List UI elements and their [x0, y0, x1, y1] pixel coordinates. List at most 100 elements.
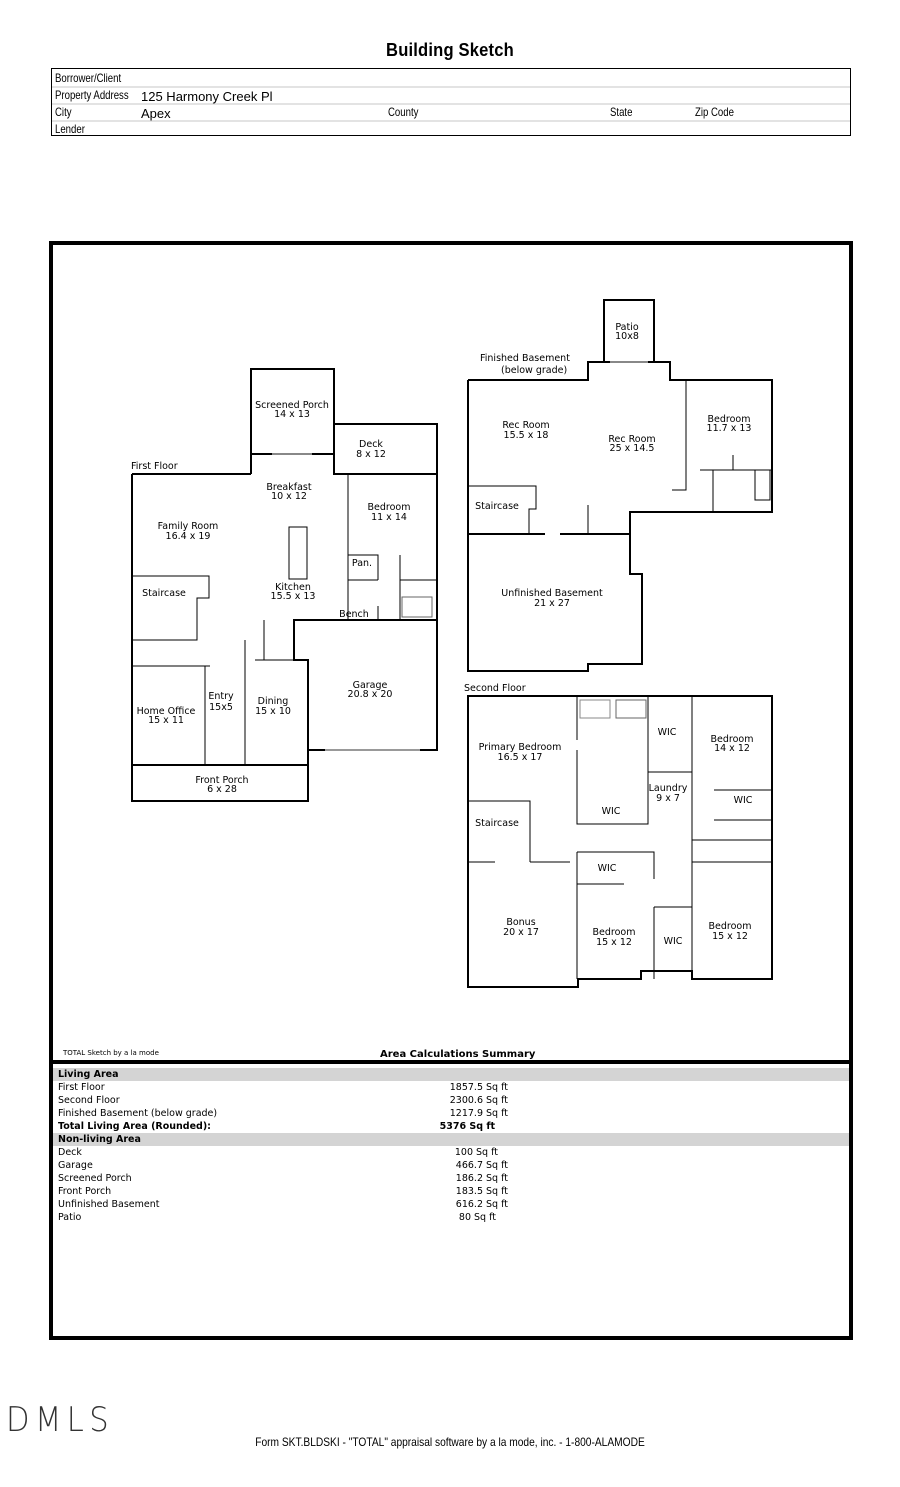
page-title: Building Sketch — [386, 40, 514, 60]
room-wic: WIC — [598, 863, 617, 874]
basement-sublabel: (below grade) — [501, 365, 567, 376]
row-value: 183.5 Sq ft — [455, 1186, 508, 1197]
row-label: First Floor — [58, 1082, 105, 1093]
nonliving-area-header: Non-living Area — [53, 1133, 849, 1146]
table-row: First Floor 1857.5 Sq ft — [53, 1081, 849, 1094]
room-pantry: Pan. — [352, 558, 372, 569]
address-row: Property Address 125 Harmony Creek Pl — [52, 86, 850, 105]
borrower-row: Borrower/Client — [52, 69, 850, 88]
form-footer: Form SKT.BLDSKI - "TOTAL" appraisal soft… — [255, 1435, 645, 1449]
table-row: Patio 80 Sq ft — [53, 1211, 849, 1224]
room-kitchen: Kitchen — [275, 582, 311, 593]
state-label: State — [610, 105, 633, 119]
row-value: 2300.6 Sq ft — [449, 1095, 508, 1106]
room-home-office: Home Office — [137, 706, 196, 717]
room-dims: 9 x 7 — [656, 793, 680, 804]
row-value: 80 Sq ft — [458, 1212, 496, 1223]
sketch-frame — [49, 241, 853, 1340]
borrower-label: Borrower/Client — [55, 71, 122, 85]
room-dims: 16.4 x 19 — [166, 531, 211, 542]
row-label: Finished Basement (below grade) — [58, 1108, 218, 1119]
summary-title: Area Calculations Summary — [380, 1049, 536, 1060]
room-bedroom: Bedroom — [711, 734, 754, 745]
room-dims: 8 x 12 — [356, 449, 386, 460]
room-dims: 25 x 14.5 — [610, 443, 655, 454]
zip-label: Zip Code — [695, 105, 734, 119]
room-dims: 11.7 x 13 — [707, 423, 752, 434]
row-value: 466.7 Sq ft — [455, 1160, 508, 1171]
row-label: Screened Porch — [58, 1173, 132, 1184]
city-value: Apex — [141, 106, 171, 121]
room-family-room: Family Room — [158, 521, 219, 532]
row-value: 1857.5 Sq ft — [449, 1082, 508, 1093]
room-dims: 14 x 13 — [274, 409, 310, 420]
row-value: 100 Sq ft — [454, 1147, 498, 1158]
room-staircase: Staircase — [475, 501, 519, 512]
room-dims: 15 x 12 — [712, 931, 748, 942]
row-label: Deck — [58, 1147, 82, 1158]
total-value: 5376 Sq ft — [439, 1121, 495, 1132]
section-label: Living Area — [58, 1069, 119, 1080]
room-dims: 16.5 x 17 — [498, 752, 543, 763]
room-bedroom: Bedroom — [368, 502, 411, 513]
room-dims: 15 x 11 — [148, 715, 184, 726]
row-label: Second Floor — [58, 1095, 120, 1106]
row-label: Patio — [58, 1212, 82, 1223]
room-dims: 10 x 12 — [271, 491, 307, 502]
area-summary-table: Living Area First Floor 1857.5 Sq ft Seco… — [53, 1068, 849, 1224]
second-floor-walls — [467, 695, 773, 988]
table-row: Garage 466.7 Sq ft — [53, 1159, 849, 1172]
room-dims: 14 x 12 — [714, 743, 750, 754]
room-front-porch: Front Porch — [195, 775, 248, 786]
row-value: 616.2 Sq ft — [455, 1199, 508, 1210]
room-dims: 15 x 12 — [596, 937, 632, 948]
first-floor-label: First Floor — [131, 461, 178, 472]
room-dims: 6 x 28 — [207, 784, 237, 795]
room-bedroom: Bedroom — [593, 927, 636, 938]
first-floor-interior — [132, 474, 437, 765]
section-label: Non-living Area — [58, 1134, 141, 1145]
room-rec-room-2: Rec Room — [608, 434, 655, 445]
table-row: Second Floor 2300.6 Sq ft — [53, 1094, 849, 1107]
room-dims: 21 x 27 — [534, 598, 570, 609]
room-wic: WIC — [664, 936, 683, 947]
table-row: Screened Porch 186.2 Sq ft — [53, 1172, 849, 1185]
room-dims: 20.8 x 20 — [348, 689, 393, 700]
room-dims: 15.5 x 13 — [271, 591, 316, 602]
room-dims: 15.5 x 18 — [504, 430, 549, 441]
room-dims: 10x8 — [615, 331, 639, 342]
row-value: 1217.9 Sq ft — [449, 1108, 508, 1119]
room-screened-porch: Screened Porch — [255, 400, 329, 411]
row-value: 186.2 Sq ft — [455, 1173, 508, 1184]
living-area-header: Living Area — [53, 1068, 849, 1081]
room-entry: Entry — [208, 691, 234, 702]
divider — [49, 1060, 853, 1064]
city-row: City Apex County State Zip Code — [52, 103, 850, 122]
room-laundry: Laundry — [649, 783, 688, 794]
address-value: 125 Harmony Creek Pl — [141, 89, 273, 104]
total-row: Total Living Area (Rounded):5376 Sq ft — [53, 1120, 849, 1133]
room-dims: 11 x 14 — [371, 512, 407, 523]
room-staircase: Staircase — [142, 588, 186, 599]
room-wic: WIC — [602, 806, 621, 817]
room-breakfast: Breakfast — [266, 482, 311, 493]
room-garage: Garage — [353, 680, 388, 691]
floor-plan-sketch: First Floor Screened Porch 14 x 13 Deck … — [131, 299, 773, 988]
room-staircase: Staircase — [475, 818, 519, 829]
room-dims: 15x5 — [209, 702, 233, 713]
second-floor-interior — [468, 696, 772, 979]
property-info-box: Borrower/Client Property Address 125 Har… — [51, 68, 851, 136]
room-rec-room: Rec Room — [502, 420, 549, 431]
county-label: County — [388, 105, 419, 119]
room-primary-bedroom: Primary Bedroom — [479, 742, 562, 753]
address-label: Property Address — [55, 88, 129, 102]
room-dims: 15 x 10 — [255, 706, 291, 717]
second-floor-label: Second Floor — [464, 683, 526, 694]
room-dims: 20 x 17 — [503, 927, 539, 938]
room-bench: Bench — [339, 609, 369, 620]
room-dining: Dining — [258, 696, 289, 707]
sketch-credit: TOTAL Sketch by a la mode — [63, 1049, 159, 1057]
row-label: Garage — [58, 1160, 93, 1171]
city-label: City — [55, 105, 72, 119]
